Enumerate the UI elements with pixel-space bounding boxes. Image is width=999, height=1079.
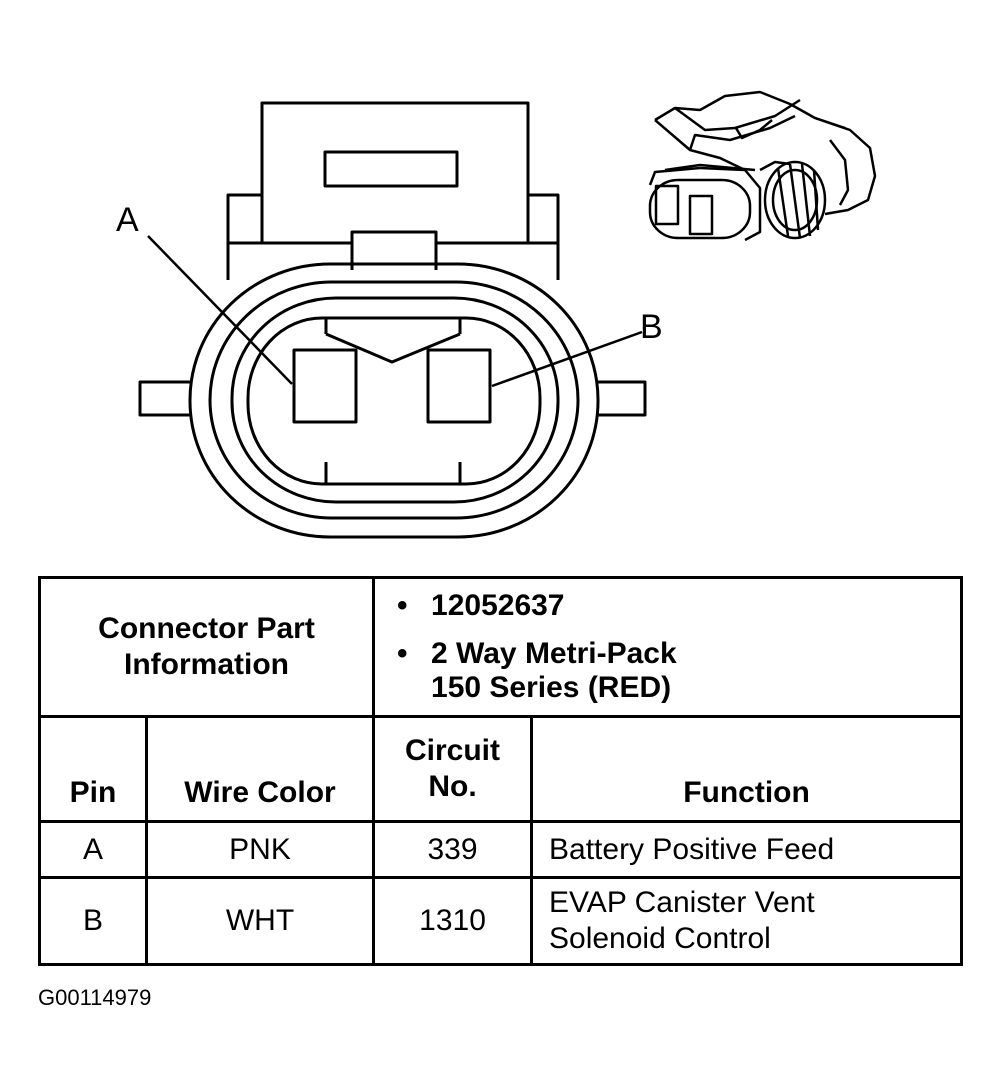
row-function-line1: Battery Positive Feed: [549, 832, 835, 866]
header-circuit-line2: No.: [428, 770, 477, 803]
header-function: Function: [530, 715, 964, 823]
header-circuit-no: Circuit No.: [372, 715, 534, 823]
bullet-icon: •: [397, 589, 408, 622]
connector-face-drawing: [138, 90, 877, 539]
row-function-line2: Solenoid Control: [549, 922, 771, 955]
row-function: Battery Positive Feed: [530, 820, 964, 879]
row-pin: A: [38, 820, 148, 879]
connector-info-table: Connector Part Information • 12052637 • …: [37, 576, 964, 966]
terminal-b: [426, 348, 492, 424]
table-row: B WHT 1310 EVAP Canister Vent Solenoid C…: [38, 876, 964, 966]
row-wire-color: WHT: [144, 876, 376, 966]
table-row: A PNK 339 Battery Positive Feed: [38, 820, 964, 879]
row-circuit: 1310: [372, 876, 534, 966]
row-circuit: 339: [372, 820, 534, 879]
row-function: EVAP Canister Vent Solenoid Control: [530, 876, 964, 966]
connector-part-details: • 12052637 • 2 Way Metri-Pack 150 Series…: [372, 576, 964, 718]
figure-id: G00114979: [38, 985, 152, 1010]
column-header-row: Pin Wire Color Circuit No. Function: [38, 715, 964, 823]
part-number-item: • 12052637: [397, 589, 960, 623]
part-number: 12052637: [431, 589, 565, 622]
row-function-line1: EVAP Canister Vent: [549, 886, 815, 919]
row-pin: B: [38, 876, 148, 966]
header-pin: Pin: [38, 715, 148, 823]
part-description-item: • 2 Way Metri-Pack 150 Series (RED): [397, 637, 960, 705]
part-description-line1: 2 Way Metri-Pack: [431, 637, 677, 670]
header-circuit-line1: Circuit: [405, 734, 501, 767]
connector-part-header-text: Connector Part Information: [98, 612, 315, 681]
connector-part-row: Connector Part Information • 12052637 • …: [37, 576, 964, 718]
pin-a-label: A: [116, 201, 139, 239]
row-wire-color: PNK: [144, 820, 376, 879]
pin-b-label: B: [640, 308, 663, 346]
connector-perspective-view: [648, 90, 877, 242]
header-wire-color: Wire Color: [144, 715, 376, 823]
terminal-a: [292, 348, 358, 424]
connector-diagram: A B: [116, 90, 877, 539]
bullet-icon: •: [397, 637, 408, 670]
part-description-line2: 150 Series (RED): [431, 671, 672, 704]
connector-part-header: Connector Part Information: [37, 576, 376, 718]
